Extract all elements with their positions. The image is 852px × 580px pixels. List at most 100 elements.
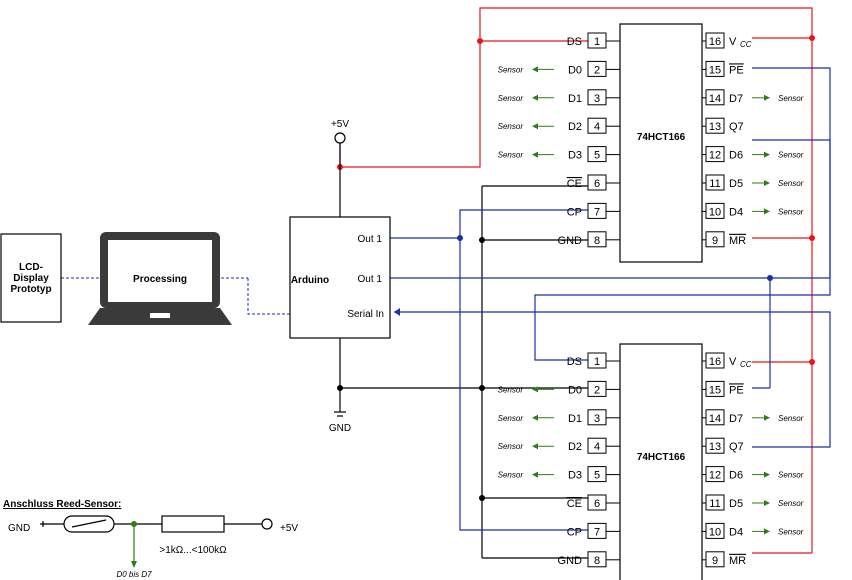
sensor-arrow-head [532,386,538,393]
pin-number: 13 [709,441,721,453]
pin-box [705,494,725,511]
pin-number: 5 [594,470,600,482]
pin-label-sub: CC [740,40,752,49]
sensor-arrow-head [764,151,770,158]
pin-box [705,60,725,77]
pin-label: D1 [568,93,582,105]
reed-gnd: GND [8,523,30,534]
sensor-arrow-head [532,443,538,450]
lcd-line1: LCD- [19,262,43,273]
sensor-label: Sensor [498,414,524,423]
pin-label: CE [567,498,582,510]
pin-label: D6 [729,470,743,482]
pin-number: 14 [709,413,721,425]
sensor-label: Sensor [778,471,804,480]
sensor-label: Sensor [498,65,524,74]
arduino-box [289,216,391,339]
chip-body [619,23,703,263]
pin-box [705,551,725,568]
sensor-label: Sensor [498,122,524,131]
sensor-arrow-head [532,123,538,130]
pin-box [705,202,725,219]
pin-number: 5 [594,150,600,162]
pin-box [705,522,725,539]
reed-resistor: >1kΩ...<100kΩ [159,545,227,556]
pin-label: D4 [729,526,743,538]
vcc-terminal [334,132,346,144]
arduino-label: Arduino [291,275,329,286]
pin-box [705,174,725,191]
pin-number: 6 [594,498,600,510]
sensor-label: Sensor [498,385,524,394]
sensor-arrow-head [532,94,538,101]
pin-number: 8 [594,235,600,247]
pin-box [705,437,725,454]
pin-number: 10 [709,526,721,538]
vcc-junctions [337,35,815,365]
pin-label: CE [567,178,582,190]
pin-number: 15 [709,384,721,396]
pin-number: 11 [709,498,720,510]
reed-vcc: +5V [280,523,298,534]
pin-label: Q7 [729,441,744,453]
pin-label: CP [567,526,582,538]
pin-label: D6 [729,150,743,162]
sensor-arrow-head [532,66,538,73]
pin-label: GND [558,555,583,567]
sensor-arrow-head [532,414,538,421]
pin-label-sub: CC [740,360,752,369]
chip-name: 74HCT166 [637,452,686,463]
sensor-label: Sensor [498,151,524,160]
pin-number: 15 [709,64,721,76]
pin-box [705,352,725,369]
pin-label: D4 [729,206,743,218]
pin-number: 11 [709,178,720,190]
pin-box [705,231,725,248]
pin-number: 1 [594,36,600,48]
sensor-label: Sensor [778,527,804,536]
pin-label: DS [567,356,582,368]
sensor-label: Sensor [778,151,804,160]
gnd-label: GND [329,423,351,434]
pin-number: 14 [709,93,721,105]
reed-section: Anschluss Reed-Sensor: GND +5V >1kΩ...<1… [3,499,298,579]
lcd-box [0,233,62,323]
sensor-label: Sensor [778,499,804,508]
sensor-label: Sensor [498,94,524,103]
pin-box [705,380,725,397]
arduino-out1b: Out 1 [358,274,383,285]
sensor-arrow-head [764,500,770,506]
pin-label: PE [729,384,744,396]
pin-box [705,117,725,134]
reed-title: Anschluss Reed-Sensor: [3,499,121,510]
chip-layer: 74HCT1661DS2D0Sensor3D1Sensor4D2Sensor5D… [498,23,804,580]
signal-wires [390,67,831,531]
sensor-arrow-head [764,414,770,421]
sensor-label: Sensor [778,179,804,188]
sensor-arrow-head [764,528,770,535]
signal-junctions [457,235,773,281]
pin-number: 3 [594,93,600,105]
reed-tap: D0 bis D7 [116,570,152,579]
sensor-arrow-head [532,471,538,478]
pin-number: 6 [594,178,600,190]
pin-label: D7 [729,413,743,425]
pin-number: 10 [709,206,721,218]
gnd-junctions [337,237,485,501]
lcd-line2: Display [13,273,49,284]
pin-number: 16 [709,36,721,48]
chip-body [619,343,703,580]
pin-number: 16 [709,356,721,368]
vcc-label: +5V [331,119,349,130]
pin-label: V [729,36,737,48]
pin-label: D3 [568,150,582,162]
pin-box [705,146,725,163]
pin-box [705,466,725,483]
pin-number: 2 [594,384,600,396]
pin-label: D7 [729,93,743,105]
pin-number: 7 [594,206,600,218]
pin-label: CP [567,206,582,218]
sensor-arrow-head [532,151,538,158]
sensor-label: Sensor [778,207,804,216]
